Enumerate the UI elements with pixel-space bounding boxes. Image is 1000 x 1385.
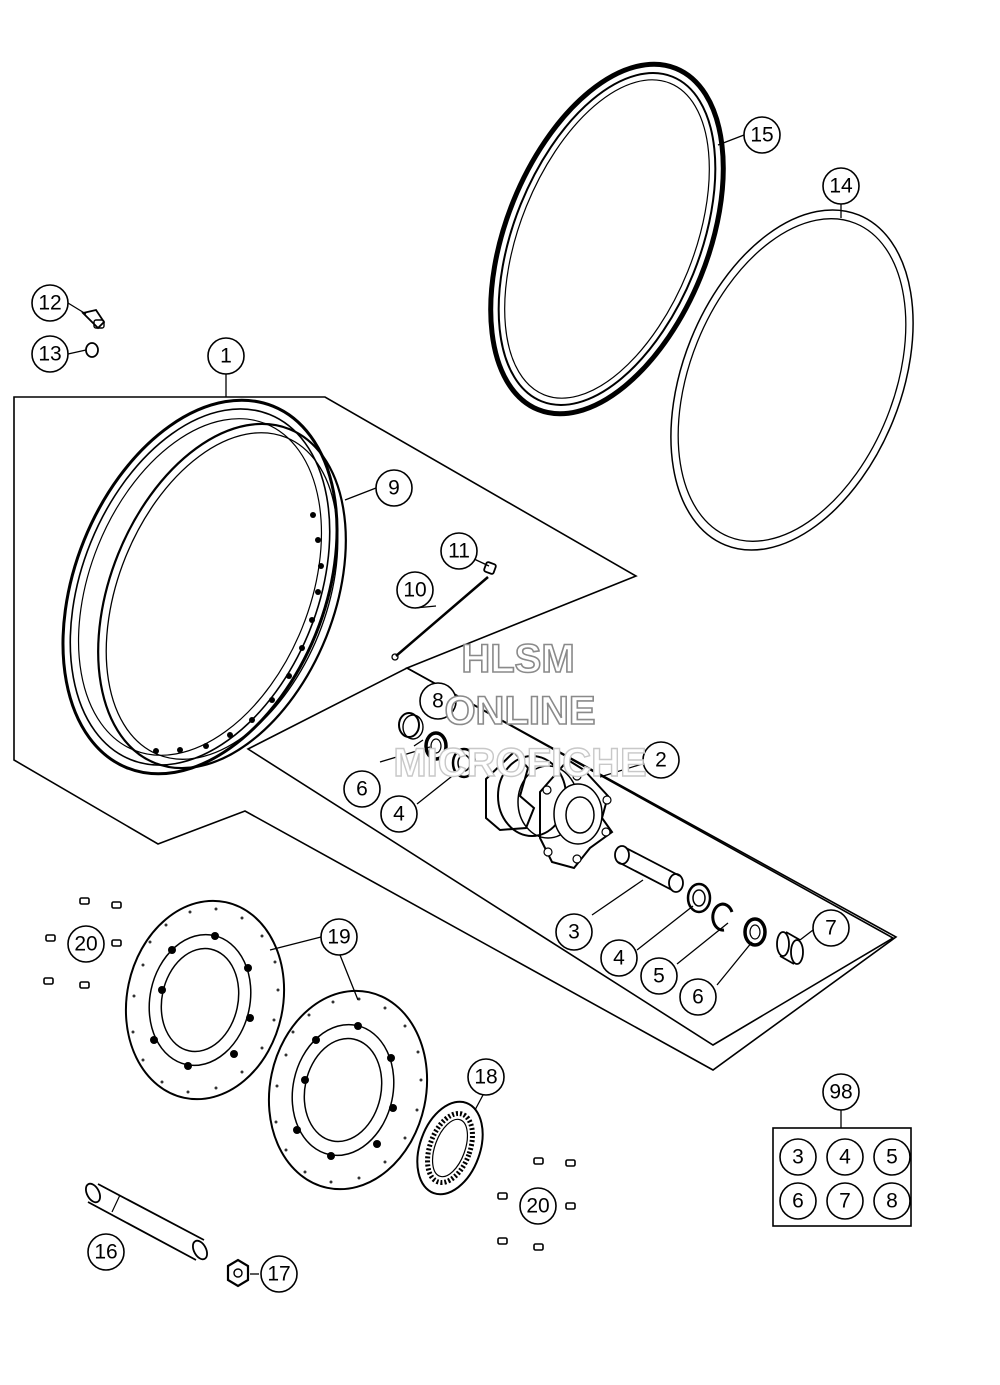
wheel-spindle [85, 1182, 208, 1261]
kit-98-item-5: 5 [873, 1138, 911, 1176]
callout-9: 9 [375, 469, 413, 507]
wheel-assembly-frame [13, 396, 898, 1071]
callout-7: 7 [812, 909, 850, 947]
callout-3-hub: 3 [555, 913, 593, 951]
spoke-holes [153, 512, 324, 754]
valve-cap [85, 342, 99, 358]
svg-text:1: 1 [220, 345, 232, 368]
callout-8: 8 [419, 682, 457, 720]
svg-text:6: 6 [356, 778, 368, 801]
svg-text:10: 10 [403, 579, 426, 602]
callout-20-upper: 20 [67, 925, 105, 963]
brake-disc-left [124, 899, 286, 1101]
svg-text:6: 6 [692, 986, 704, 1009]
callout-4-lower: 4 [600, 939, 638, 977]
rim-tape [670, 209, 914, 551]
ball-bearing-upper [451, 747, 477, 779]
callout-98: 98 [822, 1073, 860, 1111]
svg-text:20: 20 [74, 933, 97, 956]
shaft-seal-lower [743, 917, 767, 947]
svg-text:3: 3 [568, 921, 580, 944]
callout-13: 13 [31, 335, 69, 373]
tire-valve [81, 308, 106, 330]
svg-text:MICROFICHE: MICROFICHE [393, 741, 646, 785]
svg-text:13: 13 [38, 343, 61, 366]
svg-text:19: 19 [327, 926, 350, 949]
svg-text:14: 14 [829, 175, 853, 198]
callout-5: 5 [640, 957, 678, 995]
callout-6-upper: 6 [343, 770, 381, 808]
kit-98-item-3: 3 [779, 1138, 817, 1176]
svg-text:11: 11 [448, 540, 470, 563]
svg-text:ONLINE: ONLINE [444, 689, 595, 733]
svg-text:HLSM: HLSM [461, 637, 574, 681]
kit-98-box [772, 1127, 912, 1227]
kit-98-item-7: 7 [826, 1182, 864, 1220]
kit-98-item-4: 4 [826, 1138, 864, 1176]
svg-text:5: 5 [653, 965, 665, 988]
svg-text:17: 17 [267, 1263, 290, 1286]
svg-text:15: 15 [750, 124, 773, 147]
callout-16: 16 [87, 1233, 125, 1271]
leader-lines [67, 134, 842, 1275]
callout-18: 18 [467, 1058, 505, 1096]
svg-text:5: 5 [886, 1146, 898, 1169]
callout-12: 12 [31, 284, 69, 322]
svg-text:6: 6 [792, 1190, 804, 1213]
collar-nut [226, 1258, 250, 1288]
spoke [391, 576, 489, 661]
svg-text:2: 2 [655, 749, 667, 772]
kit-98-item-6: 6 [779, 1182, 817, 1220]
callout-14: 14 [822, 167, 860, 205]
callout-10: 10 [396, 571, 434, 609]
svg-text:8: 8 [886, 1190, 898, 1213]
watermark: HLSM ONLINE MICROFICHE [393, 636, 648, 786]
brake-disc-right [267, 989, 429, 1191]
spacer-sleeve [776, 931, 804, 965]
wheel-hub [485, 750, 614, 870]
callout-6-lower: 6 [679, 978, 717, 1016]
svg-text:4: 4 [613, 947, 625, 970]
svg-text:12: 12 [38, 292, 61, 315]
callout-17: 17 [260, 1255, 298, 1293]
callout-1: 1 [207, 337, 245, 375]
callout-11: 11 [440, 532, 478, 570]
hub-assembly-frame [246, 667, 895, 1046]
wheel-rim [61, 398, 347, 776]
callout-19: 19 [320, 918, 358, 956]
svg-text:3: 3 [792, 1146, 804, 1169]
svg-text:16: 16 [94, 1241, 117, 1264]
callout-2: 2 [642, 741, 680, 779]
svg-text:8: 8 [432, 690, 444, 713]
svg-text:9: 9 [388, 477, 400, 500]
svg-text:20: 20 [526, 1195, 549, 1218]
svg-text:4: 4 [839, 1146, 851, 1169]
callout-20-lower: 20 [519, 1187, 557, 1225]
callout-15: 15 [743, 116, 781, 154]
svg-text:18: 18 [474, 1066, 497, 1089]
svg-text:4: 4 [393, 803, 405, 826]
svg-text:7: 7 [825, 917, 837, 940]
ball-bearing-lower [686, 882, 712, 914]
callout-4-upper: 4 [380, 795, 418, 833]
disc-bolts-upper [43, 897, 122, 989]
circlip [711, 902, 734, 932]
spoke-nipple [483, 561, 497, 575]
disc-bolts-lower [497, 1157, 576, 1251]
distance-tube [614, 845, 684, 893]
shaft-seal-upper [424, 731, 448, 761]
seal-ring-upper [398, 712, 424, 740]
svg-text:98: 98 [829, 1081, 852, 1104]
tire-liner [488, 61, 726, 417]
abs-sensor-ring [416, 1100, 484, 1196]
kit-98-item-8: 8 [873, 1182, 911, 1220]
svg-text:7: 7 [839, 1190, 851, 1213]
